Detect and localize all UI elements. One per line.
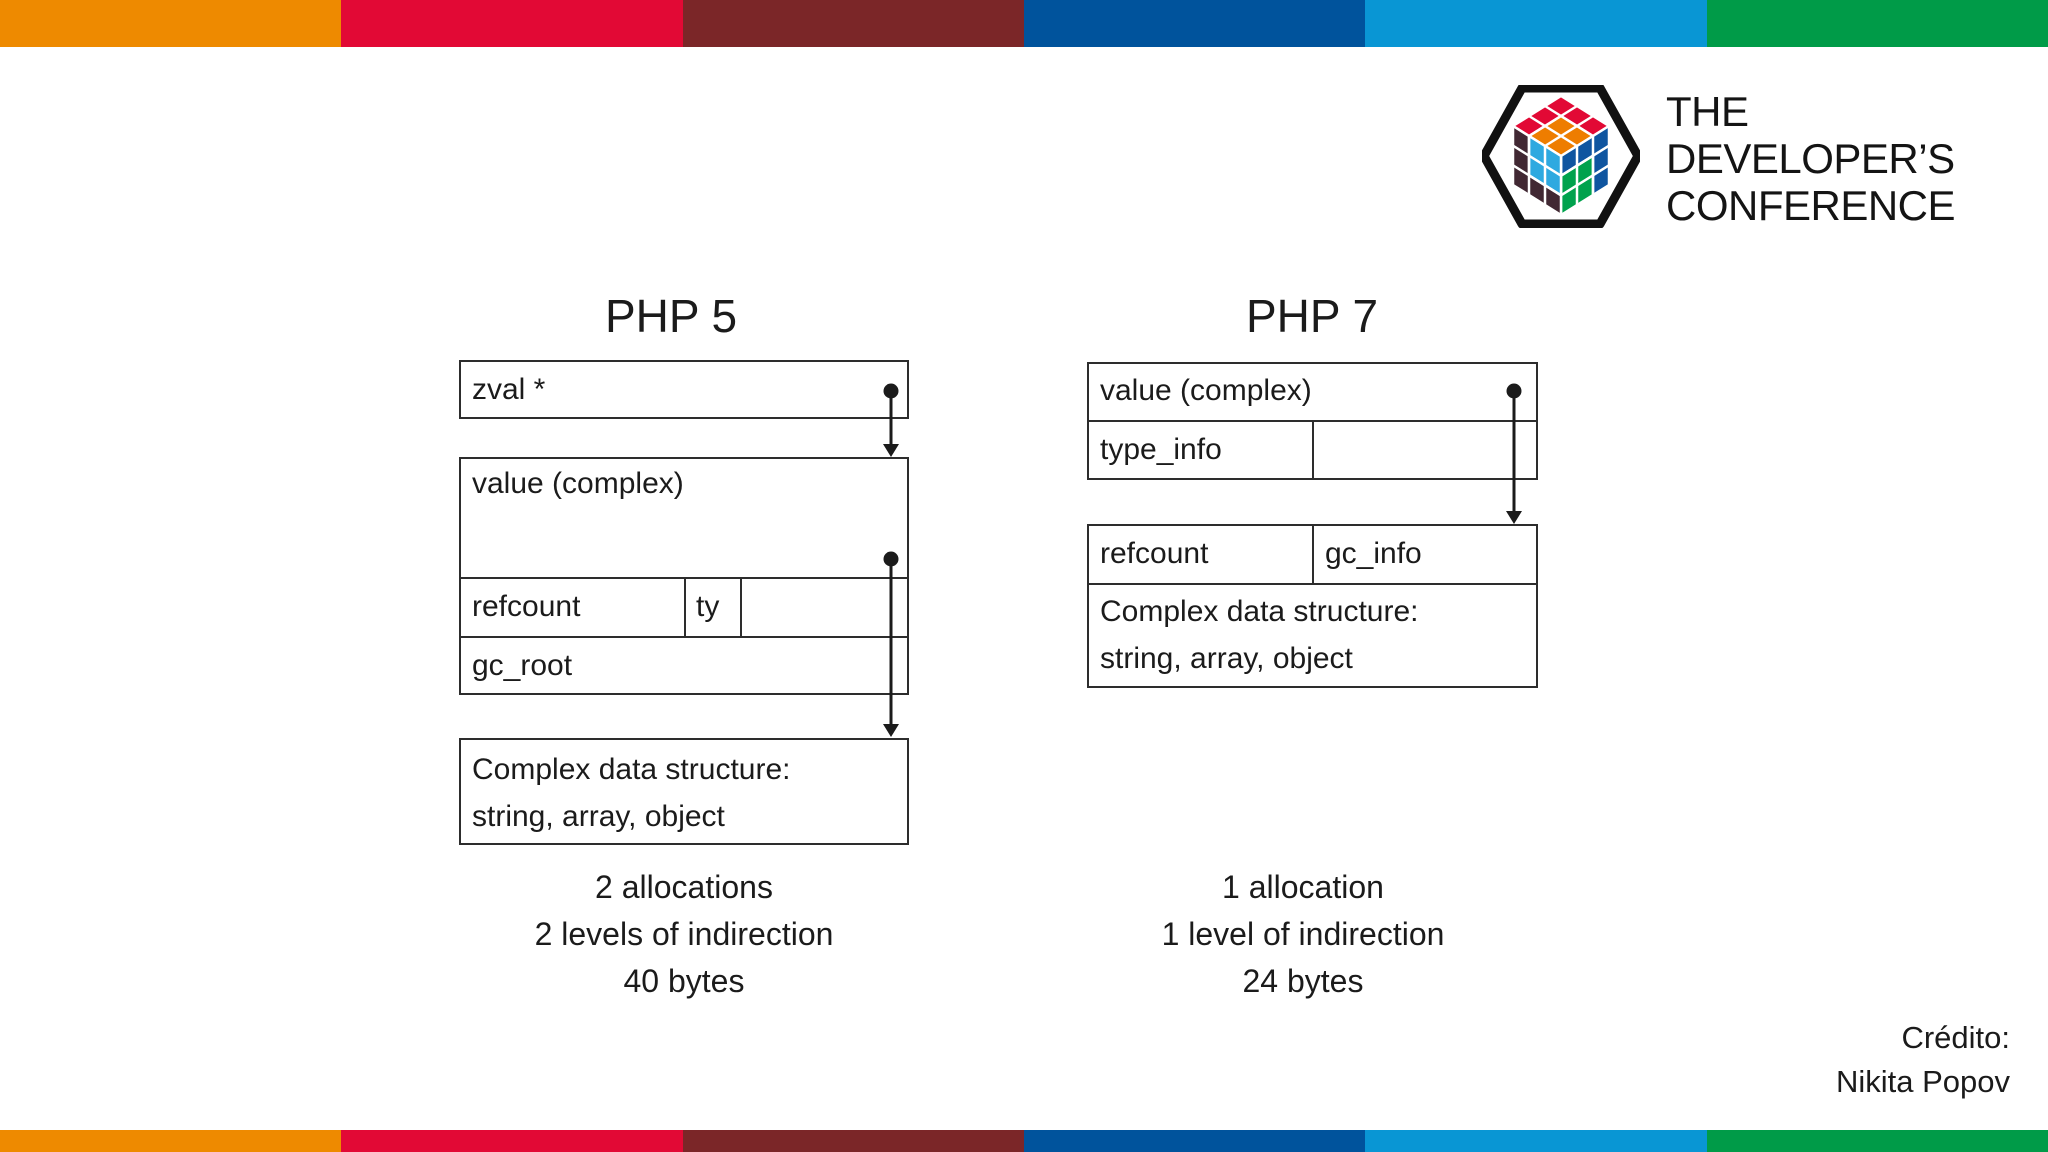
php5-complex-line1: Complex data structure: — [472, 753, 791, 786]
php5-value-box — [459, 457, 909, 695]
php5-pointer-bullet-2 — [883, 551, 899, 567]
bar-segment-orange — [0, 1130, 342, 1152]
php5-pointer-bullet-1 — [883, 383, 899, 399]
conference-title-line3: CONFERENCE — [1666, 182, 1956, 229]
php5-stat-bytes: 40 bytes — [623, 963, 745, 999]
php5-ty-label: ty — [696, 590, 720, 623]
php7-refcount-label: refcount — [1100, 537, 1209, 570]
bar-segment-green — [1706, 0, 2048, 47]
php7-pointer-bullet — [1506, 383, 1522, 399]
php5-heading: PHP 5 — [604, 290, 738, 342]
php7-arrow-head — [1506, 511, 1522, 524]
top-brand-bar — [0, 0, 2048, 47]
php5-zval-label: zval * — [472, 373, 546, 406]
php5-zval-box — [459, 360, 909, 419]
php5-complex-text: Complex data structure: string, array, o… — [472, 746, 790, 840]
php7-stats: 1 allocation 1 level of indirection 24 b… — [1162, 864, 1445, 1005]
php7-cell-divider-bottom — [1312, 524, 1314, 585]
php5-stat-allocations: 2 allocations — [595, 869, 773, 905]
php5-arrow-head-1 — [883, 444, 899, 457]
bar-segment-maroon — [682, 0, 1024, 47]
bar-segment-green — [1706, 1130, 2048, 1152]
credit-label: Crédito: — [1901, 1020, 2010, 1055]
credit-author: Nikita Popov — [1835, 1064, 2010, 1099]
php7-gc-info-label: gc_info — [1325, 537, 1422, 570]
php5-value-label: value (complex) — [472, 467, 684, 500]
bar-segment-lightblue — [1365, 0, 1707, 47]
bar-segment-lightblue — [1365, 1130, 1707, 1152]
credit: Crédito: Nikita Popov — [1836, 1016, 2010, 1104]
php5-complex-box — [459, 738, 909, 845]
bar-segment-red — [341, 1130, 683, 1152]
php5-complex-line2: string, array, object — [472, 800, 725, 833]
php7-stat-allocations: 1 allocation — [1222, 869, 1384, 905]
php5-arrow-line-2 — [889, 565, 893, 724]
php7-type-info-label: type_info — [1100, 433, 1222, 466]
php7-complex-line2: string, array, object — [1100, 642, 1353, 675]
php5-cell-divider-2 — [740, 577, 742, 638]
php7-stat-bytes: 24 bytes — [1242, 963, 1364, 999]
conference-title: THE DEVELOPER’S CONFERENCE — [1666, 88, 1956, 229]
bottom-brand-bar — [0, 1130, 2048, 1152]
php5-stats: 2 allocations 2 levels of indirection 40… — [535, 864, 834, 1005]
php5-refcount-label: refcount — [472, 590, 581, 623]
php5-arrow-line-1 — [889, 397, 893, 444]
php5-arrow-head-2 — [883, 724, 899, 737]
php7-cell-divider-top — [1312, 420, 1314, 480]
bar-segment-red — [341, 0, 683, 47]
php7-heading: PHP 7 — [1245, 290, 1379, 342]
php7-stat-indirection: 1 level of indirection — [1161, 916, 1445, 952]
conference-title-line2: DEVELOPER’S — [1666, 135, 1955, 182]
php7-arrow-line — [1512, 397, 1516, 511]
php7-value-label: value (complex) — [1100, 374, 1312, 407]
php7-complex-line1: Complex data structure: — [1100, 595, 1419, 628]
php5-gc-root-label: gc_root — [472, 649, 573, 682]
php5-cell-divider-1 — [684, 577, 686, 638]
bar-segment-orange — [0, 0, 342, 47]
bar-segment-blue — [1023, 0, 1366, 47]
php7-complex-text: Complex data structure: string, array, o… — [1100, 588, 1418, 682]
bar-segment-blue — [1023, 1130, 1366, 1152]
tdc-logo-cube-icon — [1482, 85, 1640, 228]
conference-title-line1: THE — [1666, 88, 1749, 135]
php5-stat-indirection: 2 levels of indirection — [534, 916, 834, 952]
bar-segment-maroon — [682, 1130, 1024, 1152]
